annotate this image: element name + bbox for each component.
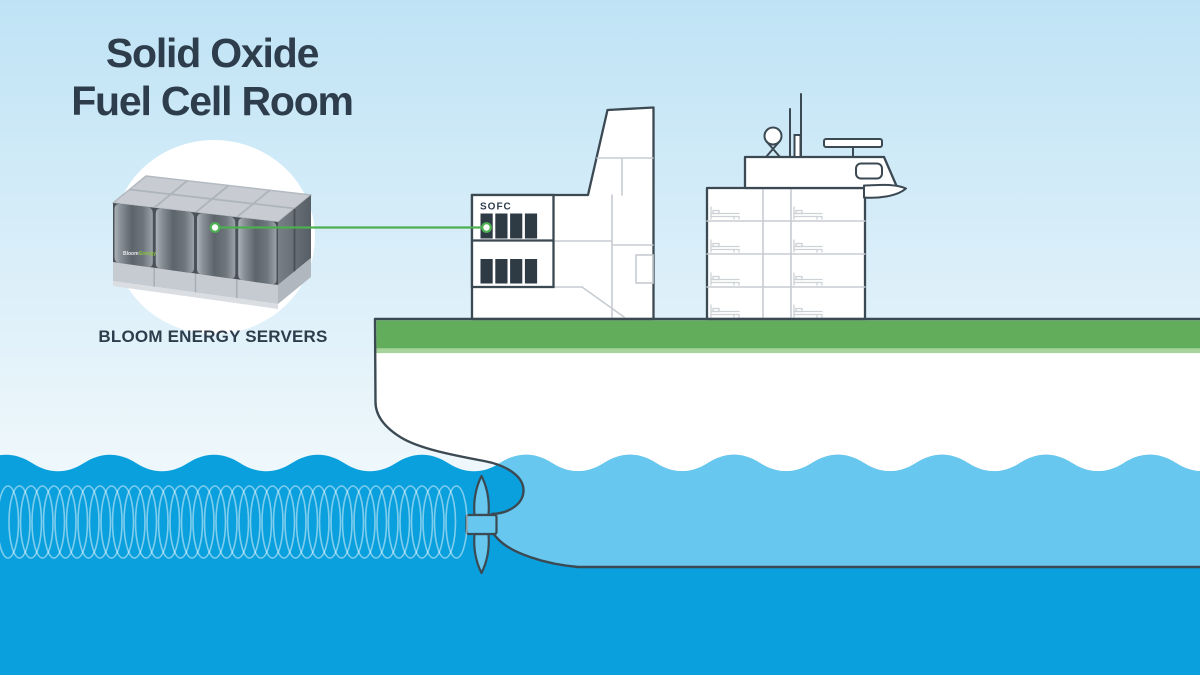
server-side-face [278,195,311,285]
mast-pole [793,134,802,158]
connector [209,222,492,233]
connector-dot-server [209,222,221,233]
logo-word-energy: Energy [139,251,156,257]
bloom-energy-logo: BloomEnergy [123,251,156,257]
bridge [743,93,907,199]
bridge-wing [863,183,907,199]
title-line-1: Solid Oxide [105,30,320,76]
deck-floor-lines [706,187,866,320]
radar-bar [823,138,883,148]
sofc-room: SOFC [470,193,555,289]
logo-word-bloom: Bloom [123,251,139,257]
green-deck-light-edge [376,348,1200,354]
propeller-hub [465,513,498,536]
radome-stand [765,141,781,158]
funnel-block: SOFC [470,106,655,321]
page-title: Solid Oxide Fuel Cell Room [27,30,397,126]
ship-hull [375,319,1200,567]
title-line-2: Fuel Cell Room [71,77,354,124]
servers-caption: BLOOM ENERGY SERVERS [98,327,328,346]
connector-dot-sofc [481,222,492,233]
bloom-energy-server-unit: BloomEnergy [112,175,312,309]
radome-icon [763,126,783,146]
funnel-panel-lines [552,157,654,320]
server-front-cabinets: BloomEnergy [113,203,278,285]
accommodation-block [705,186,867,321]
sofc-room-label: SOFC [480,202,512,213]
server-base [113,258,311,309]
green-deck [376,320,1200,353]
bridge-window [855,162,883,180]
propeller [465,474,498,575]
